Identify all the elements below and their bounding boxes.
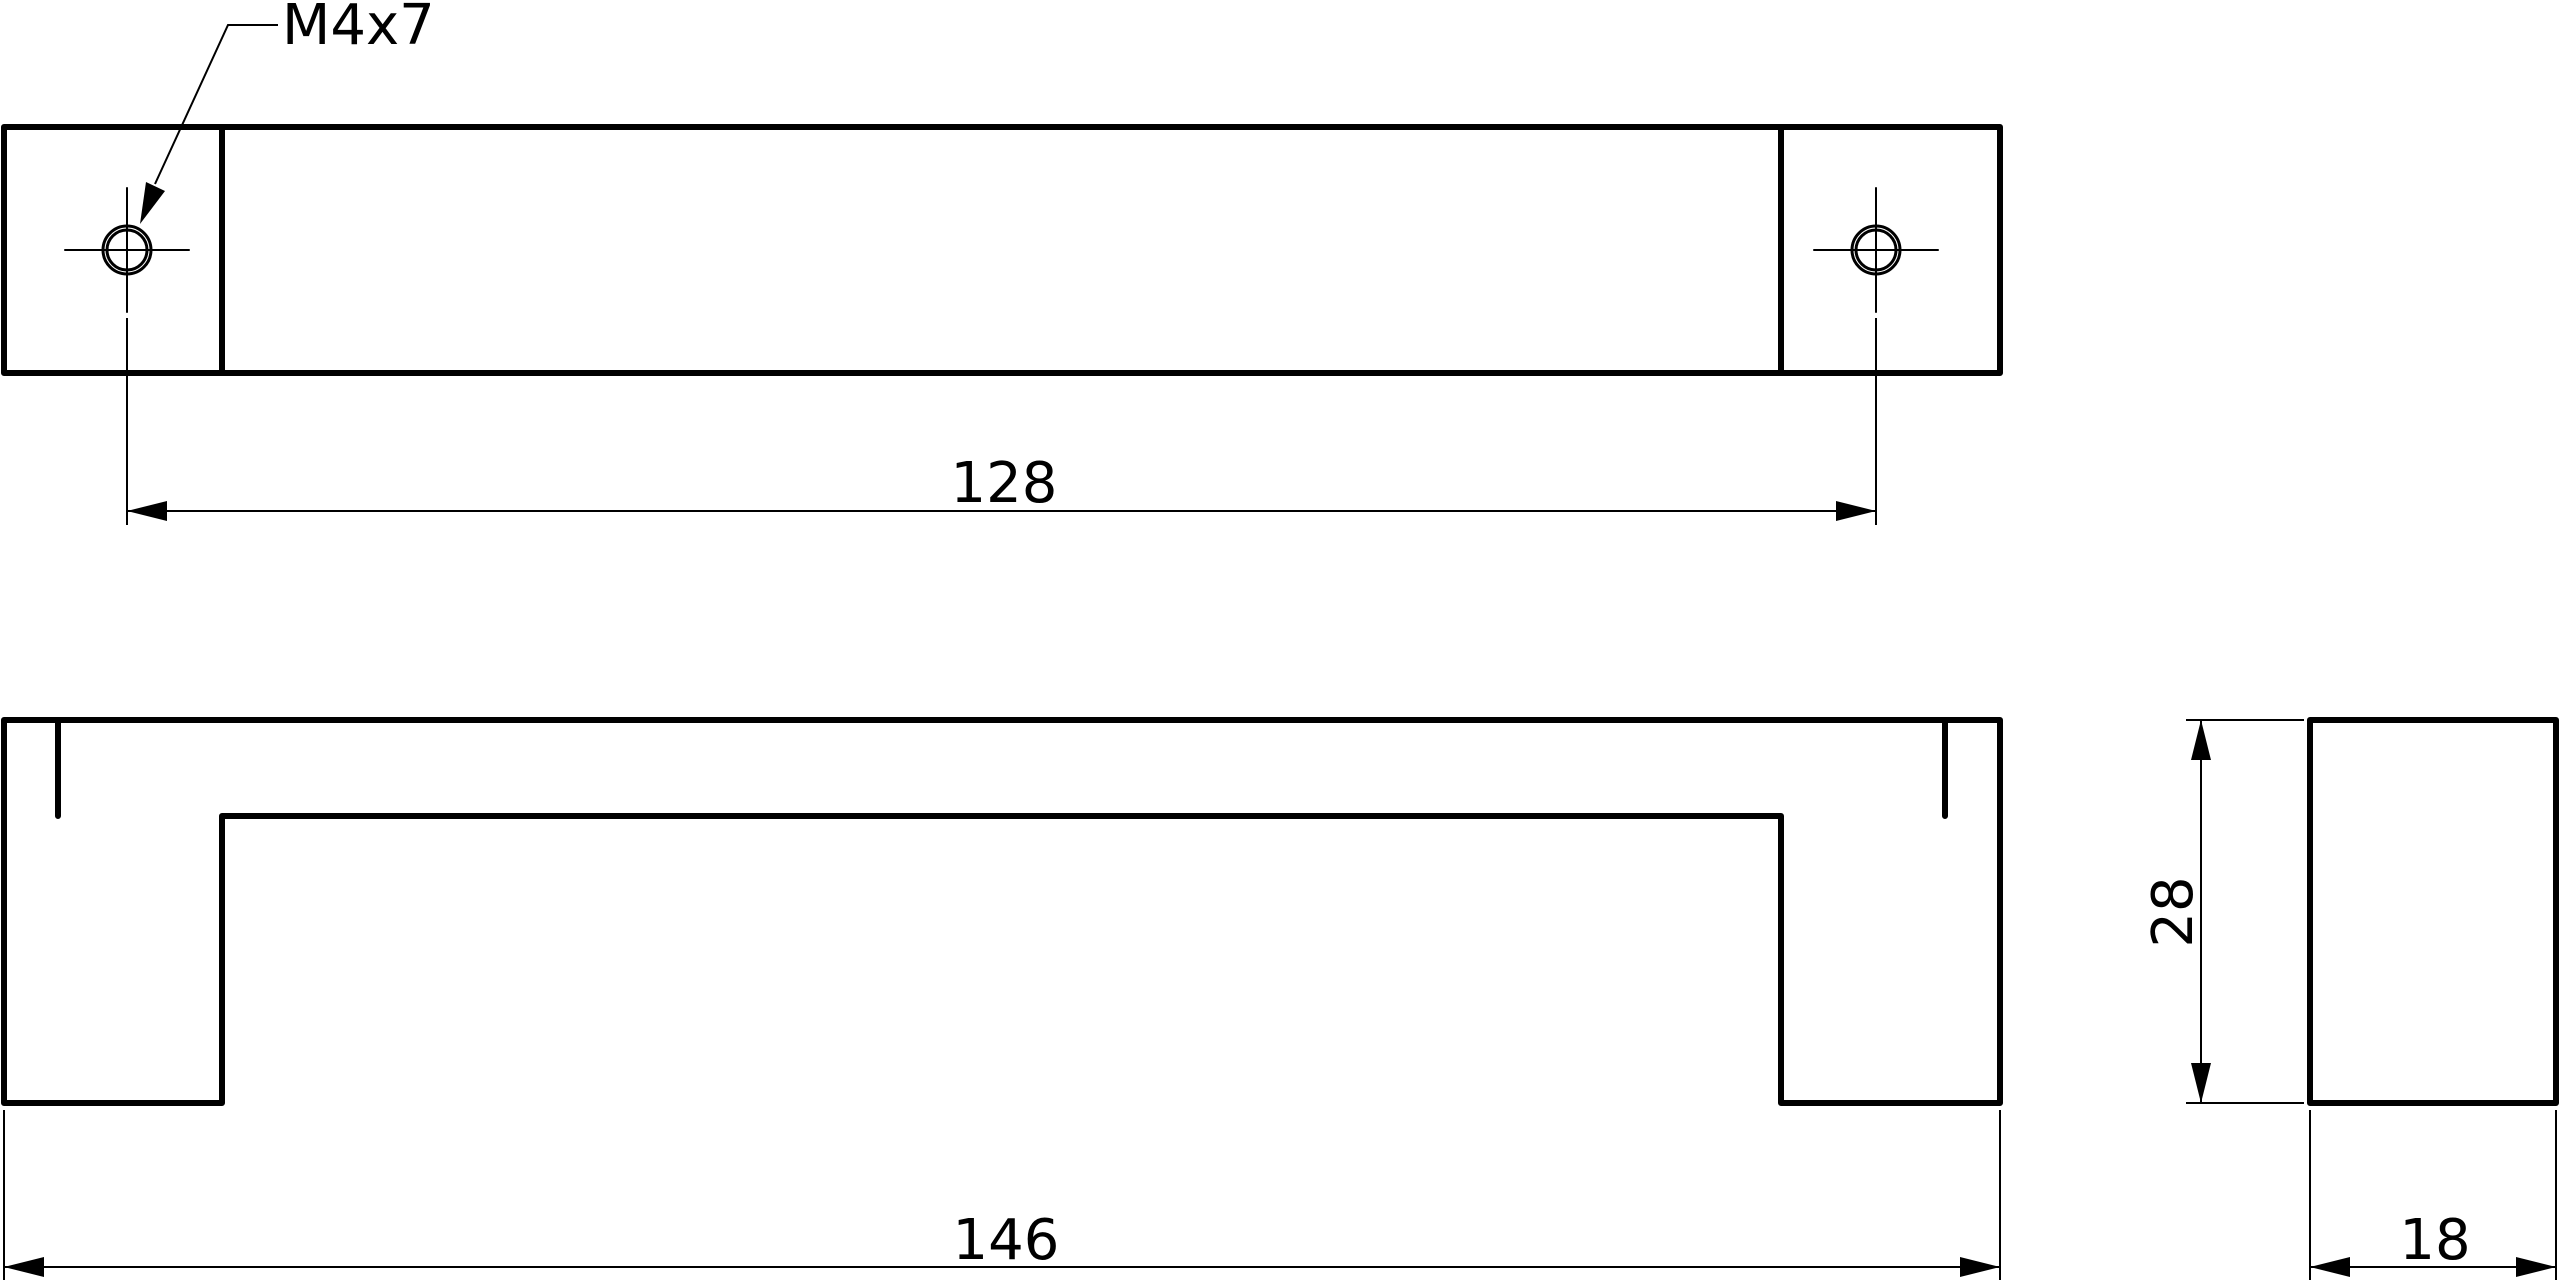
width-label: 18 — [2399, 1208, 2470, 1273]
overall-length-dimension — [3, 1110, 2001, 1280]
height-label: 28 — [2141, 876, 2206, 947]
side-view — [2307, 717, 2559, 1106]
top-view — [1, 124, 2003, 376]
front-view-outline — [1, 717, 2003, 1106]
right-mounting-hole — [1813, 187, 1939, 313]
front-view-grip-bar — [55, 717, 1948, 819]
side-view-outline — [2307, 717, 2559, 1106]
overall-length-label: 146 — [953, 1208, 1060, 1273]
height-dimension — [2186, 719, 2304, 1104]
hole-callout-label: M4x7 — [282, 0, 435, 58]
left-mounting-hole — [64, 187, 190, 313]
hole-spacing-label: 128 — [951, 451, 1058, 516]
top-view-outline — [1, 124, 2003, 376]
hole-spacing-dimension — [126, 318, 1877, 525]
width-dimension — [2309, 1110, 2557, 1280]
front-view — [1, 717, 2003, 1106]
hole-callout-leader — [140, 24, 278, 224]
